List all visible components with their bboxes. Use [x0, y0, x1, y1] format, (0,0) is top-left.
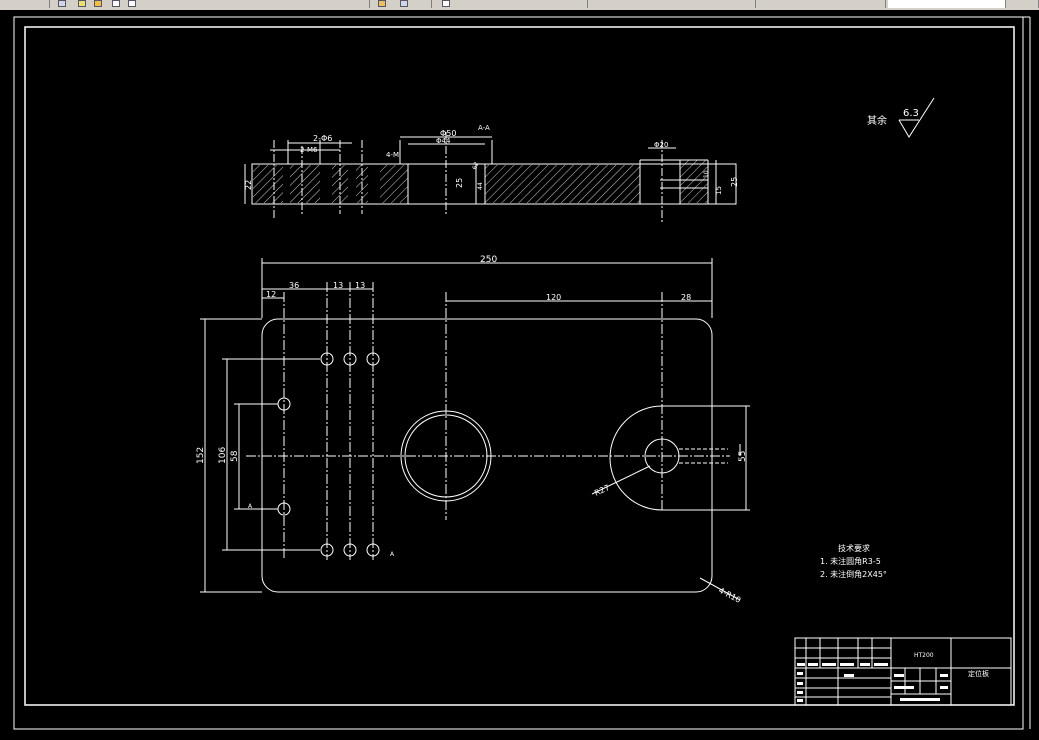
- dim-250: 250: [480, 255, 497, 265]
- dim-4-r10: 4-R10: [717, 586, 742, 605]
- center-bore-outer: [400, 410, 492, 502]
- dim-phi20: Φ20: [654, 141, 668, 149]
- dim-62: 62: [471, 161, 480, 171]
- dim-2-phi6: 2-Φ6: [313, 134, 332, 143]
- dim-12: 12: [266, 290, 276, 299]
- section-view: 2-Φ6 2-M6 4-M Φ50 Φ44 A-A Φ20 22 25 25 1…: [244, 124, 739, 222]
- surface-finish-symbol: 其余 6.3: [867, 97, 935, 138]
- section-title-a-a: A-A: [478, 124, 490, 132]
- toolbar-segment-2[interactable]: [140, 0, 370, 8]
- layer-icon[interactable]: [58, 0, 66, 7]
- tech-req-item-1: 1. 未注圆角R3-5: [820, 556, 881, 566]
- dim-55: 55: [738, 451, 748, 462]
- dim-36: 36: [289, 281, 299, 290]
- toolbar-lineweight-dropdown[interactable]: [758, 0, 886, 8]
- dim-152: 152: [196, 447, 206, 464]
- toolbar-segment-3[interactable]: [422, 0, 432, 8]
- toolbar-color-dropdown[interactable]: [452, 0, 588, 8]
- toolbar-plotstyle-dropdown[interactable]: [888, 0, 1006, 8]
- color-square-icon[interactable]: [128, 0, 136, 7]
- title-block: HT200 定位板: [794, 637, 1012, 706]
- toolbar-segment-end[interactable]: [1008, 0, 1039, 8]
- dim-2-m6: 2-M6: [300, 146, 318, 154]
- dim-22: 22: [244, 180, 253, 190]
- layer-previous-icon[interactable]: [400, 0, 408, 7]
- dim-106: 106: [218, 447, 228, 464]
- dim-4-m: 4-M: [386, 151, 399, 159]
- bulb-icon[interactable]: [78, 0, 86, 7]
- dim-25-center: 25: [455, 178, 464, 188]
- toolbar-segment-1[interactable]: [0, 0, 50, 8]
- layer-state-icon[interactable]: [378, 0, 386, 7]
- dim-44: 44: [477, 182, 484, 190]
- center-bore-inner: [404, 414, 488, 498]
- dim-58: 58: [230, 450, 240, 462]
- surface-finish-label: 其余: [867, 114, 887, 127]
- tech-req-title: 技术要求: [838, 543, 870, 553]
- dim-13-b: 13: [355, 281, 365, 290]
- title-block-part-name: 定位板: [968, 669, 989, 678]
- dim-15: 15: [715, 186, 723, 195]
- title-block-material: HT200: [914, 652, 934, 659]
- lock-icon[interactable]: [112, 0, 120, 7]
- dim-25-right: 25: [730, 177, 739, 187]
- dim-10: 10: [703, 170, 710, 178]
- cad-drawing: 其余 6.3: [13, 16, 1031, 730]
- drawing-canvas[interactable]: 其余 6.3: [0, 10, 1039, 740]
- dim-r27: R27: [593, 483, 611, 498]
- inner-frame-border: [24, 26, 1015, 706]
- dim-28: 28: [681, 293, 691, 302]
- dim-13-a: 13: [333, 281, 343, 290]
- technical-requirements: 技术要求 1. 未注圆角R3-5 2. 未注倒角2X45°: [820, 543, 887, 579]
- section-mark-a-top: A: [248, 503, 253, 510]
- tech-req-item-2: 2. 未注倒角2X45°: [820, 569, 887, 579]
- outer-sheet-border: [13, 16, 1024, 730]
- dim-phi44: Φ44: [436, 137, 451, 145]
- slot-boss-outline: [609, 405, 712, 511]
- section-mark-a-bottom: A: [390, 551, 395, 558]
- sun-icon[interactable]: [94, 0, 102, 7]
- surface-finish-value: 6.3: [903, 108, 919, 119]
- dim-120: 120: [546, 293, 561, 302]
- toolbar-linetype-dropdown[interactable]: [590, 0, 756, 8]
- dim-phi50: Φ50: [440, 129, 456, 138]
- plan-view: 250 36 13 13 12 120 28 152 106 58 55 R27…: [196, 255, 750, 605]
- color-control-icon[interactable]: [442, 0, 450, 7]
